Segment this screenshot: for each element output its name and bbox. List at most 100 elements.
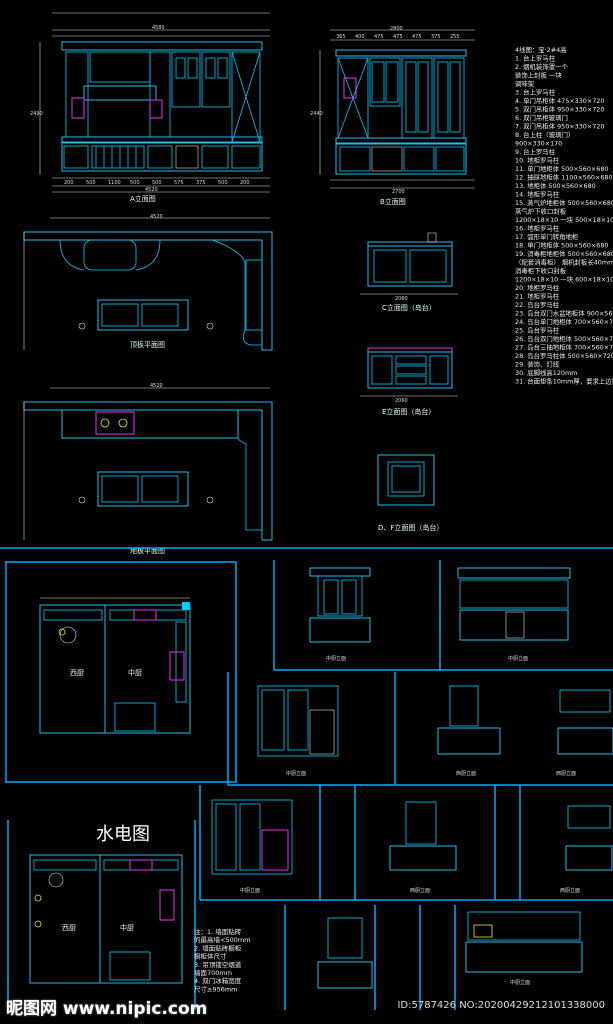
b-segment-dim: 475 <box>374 34 384 40</box>
a-top-dim: 4580 <box>152 25 165 31</box>
floor-plan-caption: 地板平面图 <box>130 546 165 555</box>
legend-item: 29. 装饰、灯线 <box>515 360 560 369</box>
legend-item: 25. 岛台罗马柱 <box>515 326 560 335</box>
b-top-dim: 2800 <box>390 26 403 32</box>
legend-item: 14. 地柜罗马柱 <box>515 190 560 199</box>
b-segment-dim: 365 <box>336 34 346 40</box>
a-elevation-caption: A立面图 <box>130 194 156 203</box>
legend-item: 装饰上封板 一块 <box>515 71 562 80</box>
a-bottom-dim: 4520 <box>145 187 158 193</box>
mid-elev-4-caption: 中厨立面 <box>240 887 260 894</box>
west-elev-4-caption: 西厨立面 <box>560 887 580 894</box>
west-elev-3-caption: 西厨立面 <box>410 887 430 894</box>
legend-item: 16. 地柜罗马柱 <box>515 224 560 233</box>
legend-item: （配套消毒柜） 烟机封板长40mm <box>515 258 613 267</box>
note-line: 橱柜体尺寸 <box>194 952 227 961</box>
ceiling-plan: 4520 顶板平面图 <box>23 214 273 351</box>
df-elevation-caption: D、F立面图（岛台） <box>378 523 443 532</box>
nipic-logo: 昵图网 www.nipic.com <box>6 999 208 1019</box>
note-line: 3. 吊顶镂空烟道 <box>194 960 242 969</box>
west-elev-1-caption: 西厨立面 <box>456 770 476 777</box>
a-segment-dim: 575 <box>174 180 184 186</box>
legend-item: 3. 台上罗马柱 <box>515 88 556 97</box>
note-line: 墙面700mm <box>194 968 232 977</box>
legend-item: 18. 单门地柜体 500×560×680 <box>515 241 608 250</box>
a-segment-dim: 375 <box>196 180 206 186</box>
floor-plan-width-dim: 4520 <box>150 383 163 389</box>
legend-item: 21. 地柜罗马柱 <box>515 292 560 301</box>
legend-item: 24. 岛台单门地柜体 700×560×720 <box>515 317 613 326</box>
legend-item: 调味架 <box>515 79 535 88</box>
legend-item: 2. 烟机装饰罩一个 <box>515 62 568 71</box>
room-mid2-label: 中厨 <box>120 923 134 932</box>
room-west-label: 西厨 <box>70 669 84 677</box>
note-line: 2. 墙面贴砖橱柜 <box>194 943 242 952</box>
e-width-dim: 2060 <box>395 398 408 404</box>
lower-frames <box>0 547 613 1010</box>
legend-item: 28. 岛台罗马柱体 500×560×720 <box>515 351 613 360</box>
legend-item: 23. 岛台双门水盆地柜体 900×560×720 <box>515 309 613 318</box>
legend-item: 10. 地柜罗马柱 <box>515 156 560 165</box>
note-line: 尺寸≥956mm <box>194 984 238 993</box>
legend-item: 31. 台面垫条10mm厚，要求上边镶 <box>515 377 613 386</box>
legend-item: 20. 地柜罗马柱 <box>515 283 560 292</box>
room-west2-label: 西厨 <box>62 924 76 932</box>
a-segment-dim: 1100 <box>108 180 121 186</box>
room-mid-label: 中厨 <box>128 668 142 677</box>
legend-item: 8. 台上柱（玻璃门） <box>515 130 574 139</box>
e-elevation-caption: E立面图（岛台） <box>382 407 435 416</box>
a-segment-dim: 500 <box>130 180 140 186</box>
b-elevation: 2800 2700 2440 B立面图 <box>310 26 475 206</box>
legend-item: 1. 台上罗马柱 <box>515 54 556 63</box>
plan-width-dim: 4520 <box>150 214 163 220</box>
image-id: ID:5787426 NO:20200429212101338000 <box>397 1000 605 1011</box>
a-segment-dim: 500 <box>218 180 228 186</box>
kitchen-plan-upper: 西厨 中厨 <box>39 597 191 734</box>
legend-item: 1200×18×10 一块 600×18×10 <box>515 275 613 284</box>
a-segment-dim: 500 <box>86 180 96 186</box>
mid-elev-2-caption: 中厨立面 <box>508 655 528 662</box>
legend-item: 6. 双门吊柜玻璃门 <box>515 113 568 122</box>
a-segment-dim: 200 <box>64 180 74 186</box>
legend-item: 11. 单门地柜体 500×560×680 <box>515 164 608 173</box>
df-elevation: D、F立面图（岛台） <box>377 454 443 532</box>
small-elevations: 中厨立面 中厨立面 中厨立面 西厨立面 西厨立面 中厨立面 西厨立面 西厨 <box>211 567 613 989</box>
legend-item: 17. 弧形单门转角地柜 <box>515 232 579 241</box>
legend-item: 4. 单门吊柜体 475×330×720 <box>515 96 604 105</box>
note-line: 的最高墙<500mm <box>194 935 251 944</box>
c-width-dim: 2060 <box>395 296 408 302</box>
legend-item: 7. 双门吊柜体 950×330×720 <box>515 122 604 131</box>
note-line: 注：1. 墙面贴砖 <box>194 927 242 936</box>
legend-item: 9. 台上罗马柱 <box>515 147 556 156</box>
b-height-dim: 2440 <box>310 111 323 117</box>
west-elev-2-caption: 西厨立面 <box>556 770 576 777</box>
legend-item: 15. 蒸气炉地柜体 500×560×680 <box>515 198 613 207</box>
legend-item: 1200×18×10 一块 500×18×10 <box>515 215 613 224</box>
note-line: 4. 双门冰箱宽度 <box>194 976 242 985</box>
b-elevation-caption: B立面图 <box>380 197 406 206</box>
mid-elev-3-caption: 中厨立面 <box>286 770 306 777</box>
b-segment-dim: 255 <box>450 34 460 40</box>
legend-item: 22. 岛台罗马柱 <box>515 300 560 309</box>
legend-item: 27. 岛台三抽地柜体 700×560×720 <box>515 343 613 352</box>
legend-item: 19. 消毒柜地柜体 500×560×680 <box>515 249 613 258</box>
legend-item: 12. 抽屉地柜体 1100×560×680 <box>515 173 613 182</box>
legend-item: 消毒柜下收口封板 <box>515 266 567 275</box>
legend-item: 5. 双门吊柜体 950×330×720 <box>515 105 604 114</box>
b-segment-dim: 475 <box>393 34 403 40</box>
a-segment-dim: 500 <box>152 180 162 186</box>
legend-item: 4线图：宝·2#4高 <box>515 45 567 54</box>
water-electric-title: 水电图 <box>96 824 150 845</box>
a-segment-dim: 200 <box>240 180 250 186</box>
legend-item: 蒸气炉下收口封板 <box>515 207 567 216</box>
mid-elev-5-caption: 中厨立面 <box>510 979 530 986</box>
b-bottom-dim: 2700 <box>392 189 405 195</box>
watermark-bar: 昵图网 www.nipic.com ID:5787426 NO:20200429… <box>0 990 613 1024</box>
legend-item: 26. 岛台双门地柜体 500×560×720 <box>515 334 613 343</box>
b-segment-dim: 375 <box>431 34 441 40</box>
floor-plan: 4520 地板平面图 <box>23 383 273 555</box>
b-segment-dim: 475 <box>412 34 422 40</box>
a-height-dim: 2490 <box>30 111 43 117</box>
